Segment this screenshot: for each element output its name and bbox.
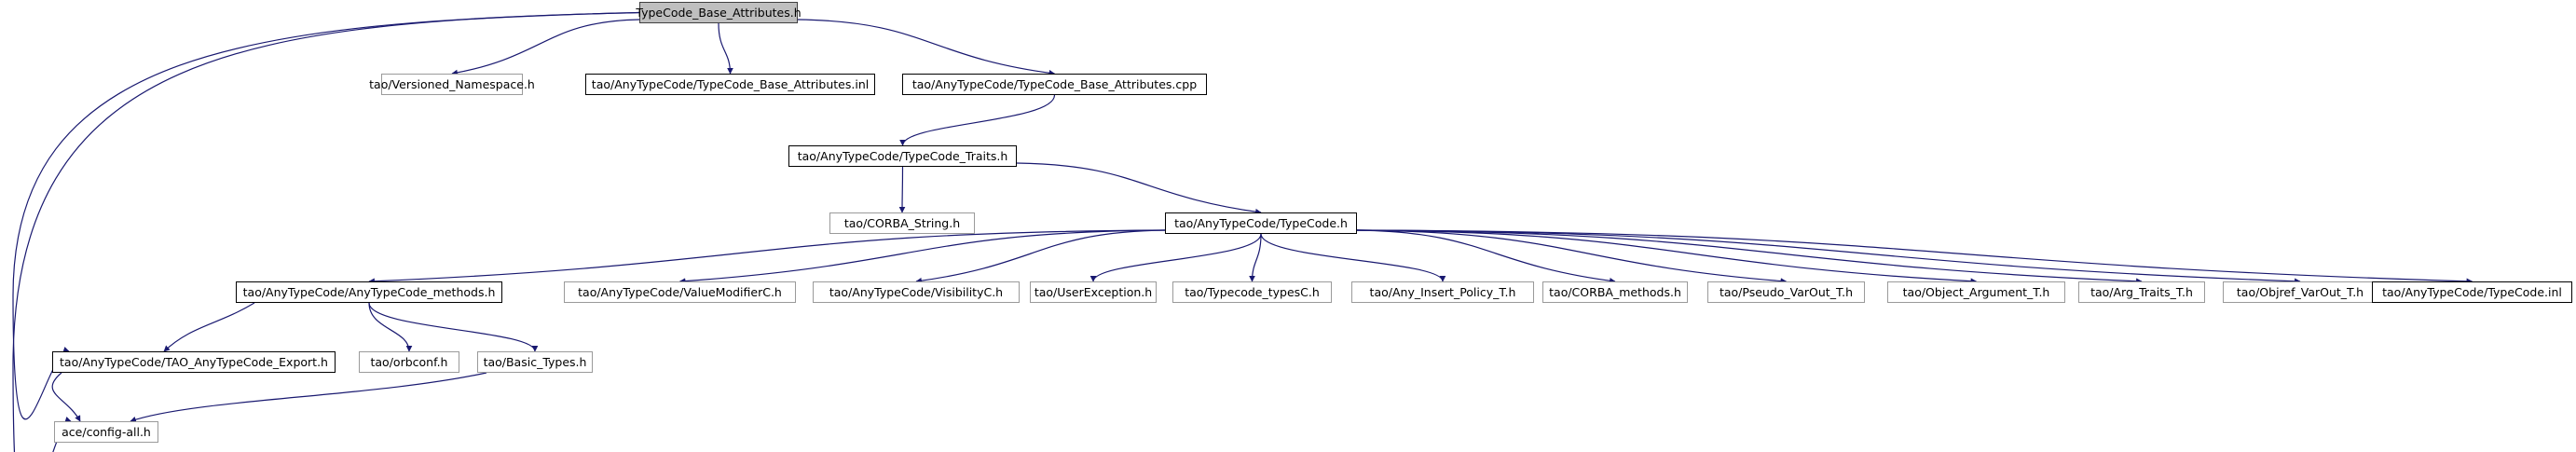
graph-node[interactable]: tao/AnyTypeCode/TypeCode_Base_Attributes… [902,74,1207,95]
graph-edge [797,19,1056,76]
graph-node-label: ace/config-all.h [62,425,151,439]
graph-node-label: tao/Any_Insert_Policy_T.h [1369,285,1516,299]
graph-edge [368,302,413,352]
graph-node[interactable]: tao/Arg_Traits_T.h [2078,281,2205,303]
graph-node-label: tao/Pseudo_VarOut_T.h [1719,285,1854,299]
graph-node-label: tao/AnyTypeCode/TypeCode_Traits.h [797,149,1008,163]
graph-node-label: tao/AnyTypeCode/TypeCode_Base_Attributes… [591,77,870,91]
graph-node[interactable]: tao/Any_Insert_Policy_T.h [1351,281,1534,303]
graph-node[interactable]: tao/UserException.h [1030,281,1157,303]
graph-node-label: tao/Basic_Types.h [483,355,587,369]
graph-edge [1260,233,1446,282]
graph-edge [678,229,1166,284]
graph-node-root[interactable]: TypeCode_Base_Attributes.h [636,2,802,23]
graph-node[interactable]: tao/Typecode_typesC.h [1172,281,1332,303]
graph-node[interactable]: ace/config-all.h [54,421,158,443]
graph-node[interactable]: tao/AnyTypeCode/TypeCode_Traits.h [788,145,1017,167]
graph-node[interactable]: tao/AnyTypeCode/TAO_AnyTypeCode_Export.h [52,351,336,373]
graph-edge [899,94,1056,146]
graph-node-label: tao/AnyTypeCode/TypeCode_Base_Attributes… [911,77,1198,91]
graph-node[interactable]: tao/AnyTypeCode/TypeCode.inl [2372,281,2572,303]
graph-node[interactable]: tao/Basic_Types.h [477,351,593,373]
graph-node[interactable]: tao/AnyTypeCode/TypeCode_Base_Attributes… [585,74,875,95]
graph-node[interactable]: tao/CORBA_methods.h [1542,281,1688,303]
graph-node-label: tao/AnyTypeCode/ValueModifierC.h [578,285,782,299]
graph-node-label: tao/AnyTypeCode/TAO_AnyTypeCode_Export.h [60,355,328,369]
graph-node[interactable]: tao/CORBA_String.h [829,212,975,234]
graph-edge [1356,229,1978,284]
graph-node-label: tao/AnyTypeCode/AnyTypeCode_methods.h [242,285,496,299]
graph-edge [915,229,1166,284]
graph-edge [163,302,255,352]
graph-node-label: tao/CORBA_methods.h [1549,285,1681,299]
graph-node[interactable]: tao/AnyTypeCode/AnyTypeCode_methods.h [236,281,502,303]
graph-edge [1249,233,1262,282]
graph-edge [1016,162,1262,215]
graph-node-label: tao/Object_Argument_T.h [1902,285,2050,299]
graph-edge [368,229,1166,285]
graph-node-label: TypeCode_Base_Attributes.h [636,6,802,20]
graph-node[interactable]: tao/Objref_VarOut_T.h [2223,281,2377,303]
graph-node[interactable]: tao/Versioned_Namespace.h [369,74,535,95]
graph-node[interactable]: tao/AnyTypeCode/ValueModifierC.h [564,281,796,303]
graph-node-label: tao/orbconf.h [370,355,448,369]
graph-edge [130,372,487,423]
graph-node[interactable]: tao/Object_Argument_T.h [1887,281,2065,303]
graph-edge [12,11,640,452]
graph-node-label: tao/AnyTypeCode/TypeCode.h [1174,216,1348,230]
graph-node[interactable]: tao/orbconf.h [359,351,459,373]
graph-edge [718,22,733,75]
graph-edge [451,19,640,76]
graph-edge [1356,229,2143,285]
graph-edge [1089,233,1262,282]
graph-edge [1356,229,1616,284]
graph-node-label: tao/AnyTypeCode/TypeCode.inl [2382,285,2562,299]
graph-node-label: tao/Arg_Traits_T.h [2090,285,2193,299]
graph-node-label: tao/Typecode_typesC.h [1185,285,1320,299]
graph-node[interactable]: tao/AnyTypeCode/TypeCode.h [1165,212,1357,234]
graph-node-label: tao/CORBA_String.h [843,216,961,230]
graph-node-label: tao/Objref_VarOut_T.h [2236,285,2364,299]
graph-edge [51,372,81,422]
graph-node[interactable]: tao/AnyTypeCode/VisibilityC.h [813,281,1020,303]
graph-node[interactable]: tao/Pseudo_VarOut_T.h [1707,281,1865,303]
graph-node-label: tao/Versioned_Namespace.h [369,77,535,91]
graph-edge [368,302,539,352]
graph-edge [898,166,906,213]
graph-node-label: tao/UserException.h [1034,285,1153,299]
graph-node-label: tao/AnyTypeCode/VisibilityC.h [829,285,1004,299]
graph-edge [1356,229,1788,284]
graph-edge [1356,229,2301,285]
graph-edge [12,11,640,420]
graph-edge [1356,229,2473,285]
